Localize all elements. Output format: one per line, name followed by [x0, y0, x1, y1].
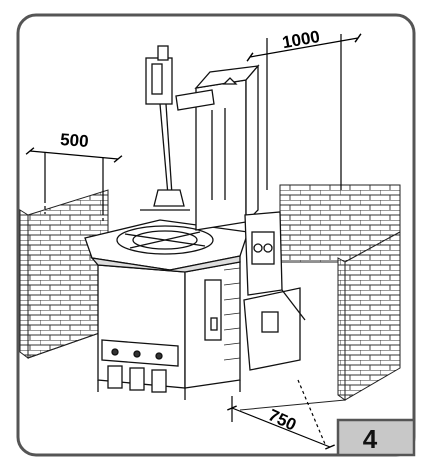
- tyre-changer-machine: [84, 45, 306, 400]
- mount-head-arm: [140, 45, 215, 211]
- left-wall: [19, 189, 109, 359]
- right-wall: [337, 231, 401, 401]
- side-unit: [243, 211, 306, 371]
- dimension-left-clearance: [25, 147, 123, 222]
- dimension-label-left: 500: [60, 130, 90, 151]
- dimension-front-clearance: [227, 379, 335, 450]
- foot-pedals: [101, 339, 179, 393]
- machine-column: [194, 64, 260, 231]
- figure-number-badge: 4: [336, 418, 416, 457]
- figure-number-label: 4: [363, 424, 378, 454]
- dimension-back-clearance: [246, 33, 362, 190]
